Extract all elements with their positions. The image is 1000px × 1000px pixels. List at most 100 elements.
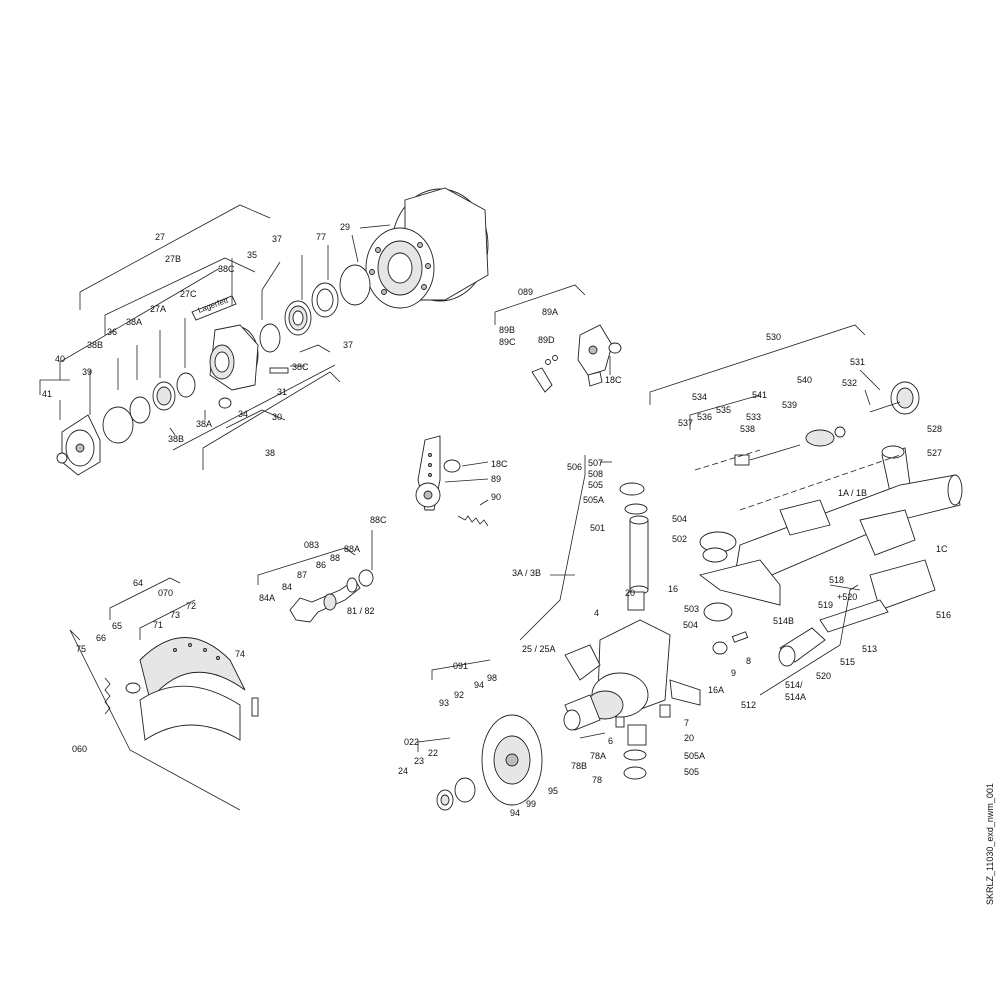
callout-505A: 505A <box>583 495 604 505</box>
pin-6 <box>615 716 625 728</box>
callout-16A: 16A <box>708 685 724 695</box>
callout-88A: 88A <box>344 544 360 554</box>
callout-37-lower: 37 <box>343 340 353 350</box>
callout-77: 77 <box>316 232 326 242</box>
slack-adjuster-89 <box>415 435 441 511</box>
spring-90 <box>457 515 489 527</box>
callout-40: 40 <box>55 354 65 364</box>
callout-083: 083 <box>304 540 319 550</box>
push-rod-assembly-534 <box>734 426 846 466</box>
callout-89: 89 <box>491 474 501 484</box>
callout-541: 541 <box>752 390 767 400</box>
callout-8: 8 <box>746 656 751 666</box>
callout-72: 72 <box>186 601 196 611</box>
spring-75 <box>104 677 111 715</box>
callout-538: 538 <box>740 424 755 434</box>
callout-20-lower: 20 <box>684 733 694 743</box>
callout-531: 531 <box>850 357 865 367</box>
callout-27: 27 <box>155 232 165 242</box>
callout-512: 512 <box>741 700 756 710</box>
callout-22: 22 <box>428 748 438 758</box>
callout-36: 36 <box>107 327 117 337</box>
leader-lines <box>39 204 901 811</box>
callout-091: 091 <box>453 661 468 671</box>
callout-74: 74 <box>235 649 245 659</box>
callout-507: 507 <box>588 458 603 468</box>
brake-chamber-531 <box>869 381 920 415</box>
callout-515: 515 <box>840 657 855 667</box>
bolt-8 <box>731 631 749 643</box>
callout-527: 527 <box>927 448 942 458</box>
callout-78B: 78B <box>571 761 587 771</box>
callout-18C: 18C <box>605 375 622 385</box>
callout-27A: 27A <box>150 304 166 314</box>
wheel-hub-27A <box>209 324 259 391</box>
callout-537: 537 <box>678 418 693 428</box>
callout-38C: 38C <box>218 264 235 274</box>
callout-505A-lower: 505A <box>684 751 705 761</box>
brake-shoe-070 <box>139 637 246 741</box>
callout-060: 060 <box>72 744 87 754</box>
callout-87: 87 <box>297 570 307 580</box>
callout-514B: 514B <box>773 616 794 626</box>
bracket-1C <box>859 509 916 556</box>
callout-30: 30 <box>272 412 282 422</box>
callout-501: 501 <box>590 523 605 533</box>
callout-88C: 88C <box>370 515 387 525</box>
ring-38C <box>259 323 281 353</box>
callout-519: 519 <box>818 600 833 610</box>
callout-20: 20 <box>625 588 635 598</box>
callout-516: 516 <box>936 610 951 620</box>
callout-535: 535 <box>716 405 731 415</box>
callout-66: 66 <box>96 633 106 643</box>
callout-88: 88 <box>330 553 340 563</box>
plate-25 <box>564 644 601 681</box>
callout-64: 64 <box>133 578 143 588</box>
pin-7 <box>659 704 671 718</box>
callout-38B-lower: 38B <box>168 434 184 444</box>
callout-98: 98 <box>487 673 497 683</box>
callout-38B: 38B <box>87 340 103 350</box>
wheel-bolt-31 <box>269 367 289 374</box>
callout-38A: 38A <box>126 317 142 327</box>
callout-75: 75 <box>76 644 86 654</box>
callout-84: 84 <box>282 582 292 592</box>
nut-9 <box>712 641 728 655</box>
king-pin-501 <box>629 515 649 595</box>
ring-38A <box>176 372 196 398</box>
callout-31: 31 <box>277 387 287 397</box>
callout-530: 530 <box>766 332 781 342</box>
callout-520-plus: +520 <box>837 592 857 602</box>
callout-94-lower: 94 <box>510 808 520 818</box>
callout-518: 518 <box>829 575 844 585</box>
callout-070: 070 <box>158 588 173 598</box>
ring-505A <box>624 503 648 515</box>
callout-35: 35 <box>247 250 257 260</box>
callout-94: 94 <box>474 680 484 690</box>
ring-38B <box>129 396 151 424</box>
callout-86: 86 <box>316 560 326 570</box>
callout-37: 37 <box>272 234 282 244</box>
washer-505-lower <box>623 766 647 780</box>
callout-81-82: 81 / 82 <box>347 606 375 616</box>
callout-34: 34 <box>238 409 248 419</box>
ring-77 <box>339 264 371 306</box>
callout-7: 7 <box>684 718 689 728</box>
callout-528: 528 <box>927 424 942 434</box>
callout-89A: 89A <box>542 307 558 317</box>
callout-18C-mid: 18C <box>491 459 508 469</box>
gasket-39 <box>102 406 134 444</box>
callout-99: 99 <box>526 799 536 809</box>
axle-nut-022 <box>436 777 476 811</box>
callout-1A-1B: 1A / 1B <box>838 488 867 498</box>
callout-92: 92 <box>454 690 464 700</box>
callout-29: 29 <box>340 222 350 232</box>
callout-506: 506 <box>567 462 582 472</box>
callout-508: 508 <box>588 469 603 479</box>
callout-504-lower: 504 <box>683 620 698 630</box>
callout-532: 532 <box>842 378 857 388</box>
callout-90: 90 <box>491 492 501 502</box>
callout-38: 38 <box>265 448 275 458</box>
callout-89C: 89C <box>499 337 516 347</box>
callout-6: 6 <box>608 736 613 746</box>
